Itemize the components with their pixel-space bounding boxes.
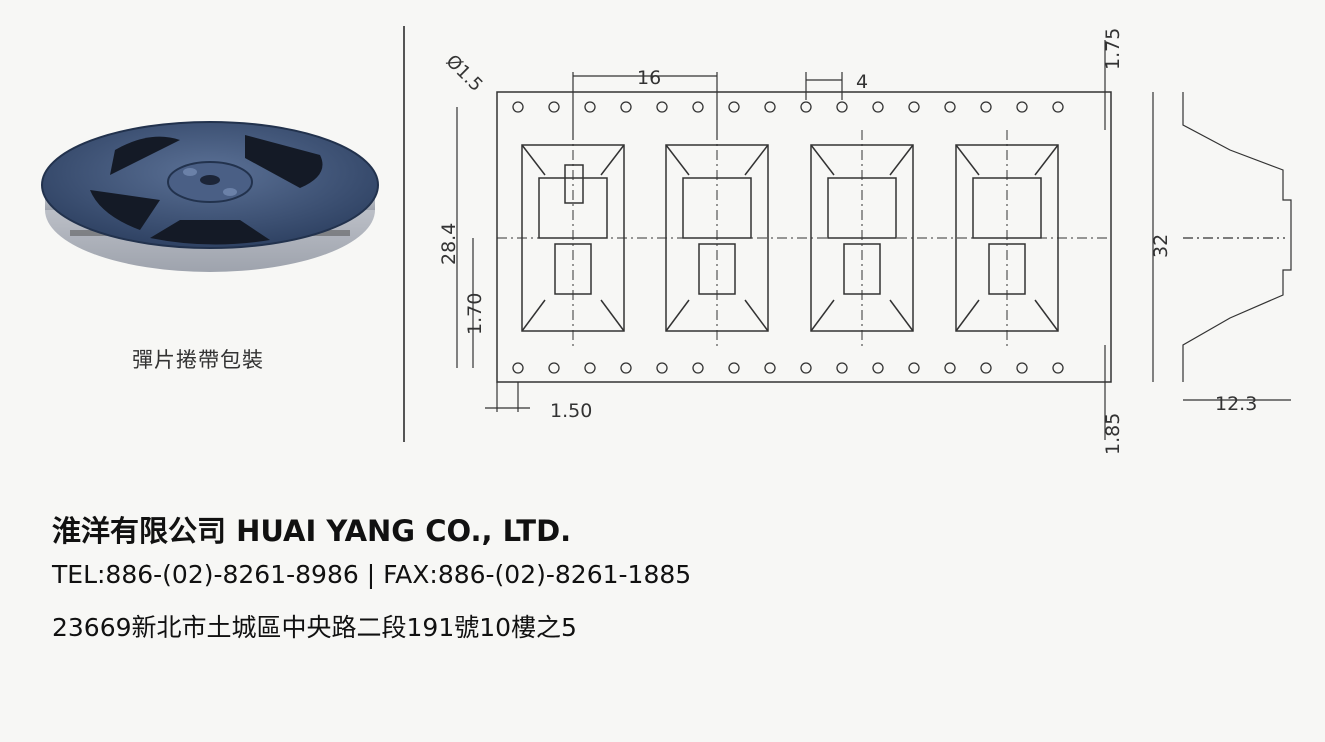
- hole-pitch-label: 4: [856, 71, 868, 93]
- top-edge-offset-label: 1.75: [1102, 28, 1124, 70]
- reel-illustration: [41, 121, 379, 272]
- hole-to-pocket-label: 1.70: [464, 293, 486, 335]
- sprocket-holes-top: [512, 101, 1064, 113]
- bottom-edge-offset-label: 1.85: [1102, 413, 1124, 455]
- carrier-tape-drawing: Ø1.5 16 4 1.75 28.4 1.70 1.50 1.85 32 12…: [438, 28, 1292, 455]
- reel-image: [30, 80, 390, 310]
- edge-hole-offset-label: 1.50: [550, 400, 592, 422]
- company-address: 23669新北市土城區中央路二段191號10樓之5: [52, 613, 577, 642]
- pocket-width-label: 28.4: [438, 223, 460, 265]
- tape-depth-label: 12.3: [1215, 393, 1257, 415]
- company-name: 淮洋有限公司 HUAI YANG CO., LTD.: [52, 514, 572, 548]
- pocket-pitch-label: 16: [637, 67, 661, 89]
- contact-info: TEL:886-(02)-8261-8986 | FAX:886-(02)-82…: [52, 560, 692, 589]
- tape-outline: [496, 91, 1112, 383]
- tape-width-label: 32: [1150, 234, 1172, 258]
- hole-diameter-label: Ø1.5: [442, 51, 487, 96]
- divider: [403, 26, 405, 442]
- reel-caption: 彈片捲帶包裝: [132, 348, 264, 372]
- sprocket-holes-bottom: [512, 362, 1064, 374]
